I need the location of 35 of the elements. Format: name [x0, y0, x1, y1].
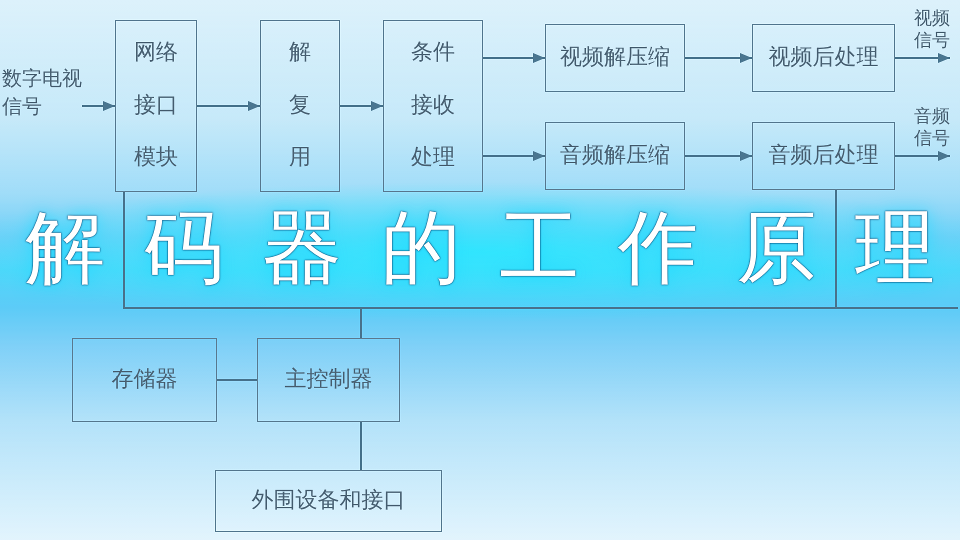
- process-box: [115, 20, 197, 192]
- arrow: [685, 151, 752, 161]
- process-box: [72, 338, 217, 422]
- title: 解码器的工作原理: [25, 200, 935, 296]
- process-box: [752, 24, 895, 92]
- arrow: [483, 151, 545, 161]
- process-box: [545, 122, 685, 190]
- box-label: 视频后处理: [768, 44, 878, 72]
- process-box: [260, 20, 340, 192]
- output-signal-label: 音频信号: [914, 106, 950, 156]
- connector-line: [360, 422, 362, 470]
- process-box: [257, 338, 400, 422]
- arrow: [895, 151, 950, 161]
- box-label: 音频后处理: [768, 142, 878, 170]
- arrow: [340, 101, 383, 111]
- output-signal-label: 视频信号: [914, 8, 950, 58]
- arrow: [197, 101, 260, 111]
- process-box: [752, 122, 895, 190]
- process-box: [383, 20, 483, 192]
- process-box: [545, 24, 685, 92]
- box-label: 外围设备和接口: [252, 486, 406, 515]
- box-label: 存储器: [112, 366, 178, 394]
- arrow: [685, 53, 752, 63]
- connector-line: [217, 379, 257, 381]
- box-label: 音频解压缩: [560, 142, 670, 170]
- input-signal-label: 数字电视信号: [2, 64, 82, 120]
- box-label: 条件接收处理: [411, 38, 455, 172]
- box-label: 主控制器: [284, 366, 372, 394]
- box-label: 网络接口模块: [134, 38, 178, 172]
- arrow: [82, 101, 115, 111]
- box-label: 视频解压缩: [560, 44, 670, 72]
- box-label: 解复用: [289, 38, 311, 172]
- process-box: [215, 470, 442, 532]
- arrow: [483, 53, 545, 63]
- arrow: [895, 53, 950, 63]
